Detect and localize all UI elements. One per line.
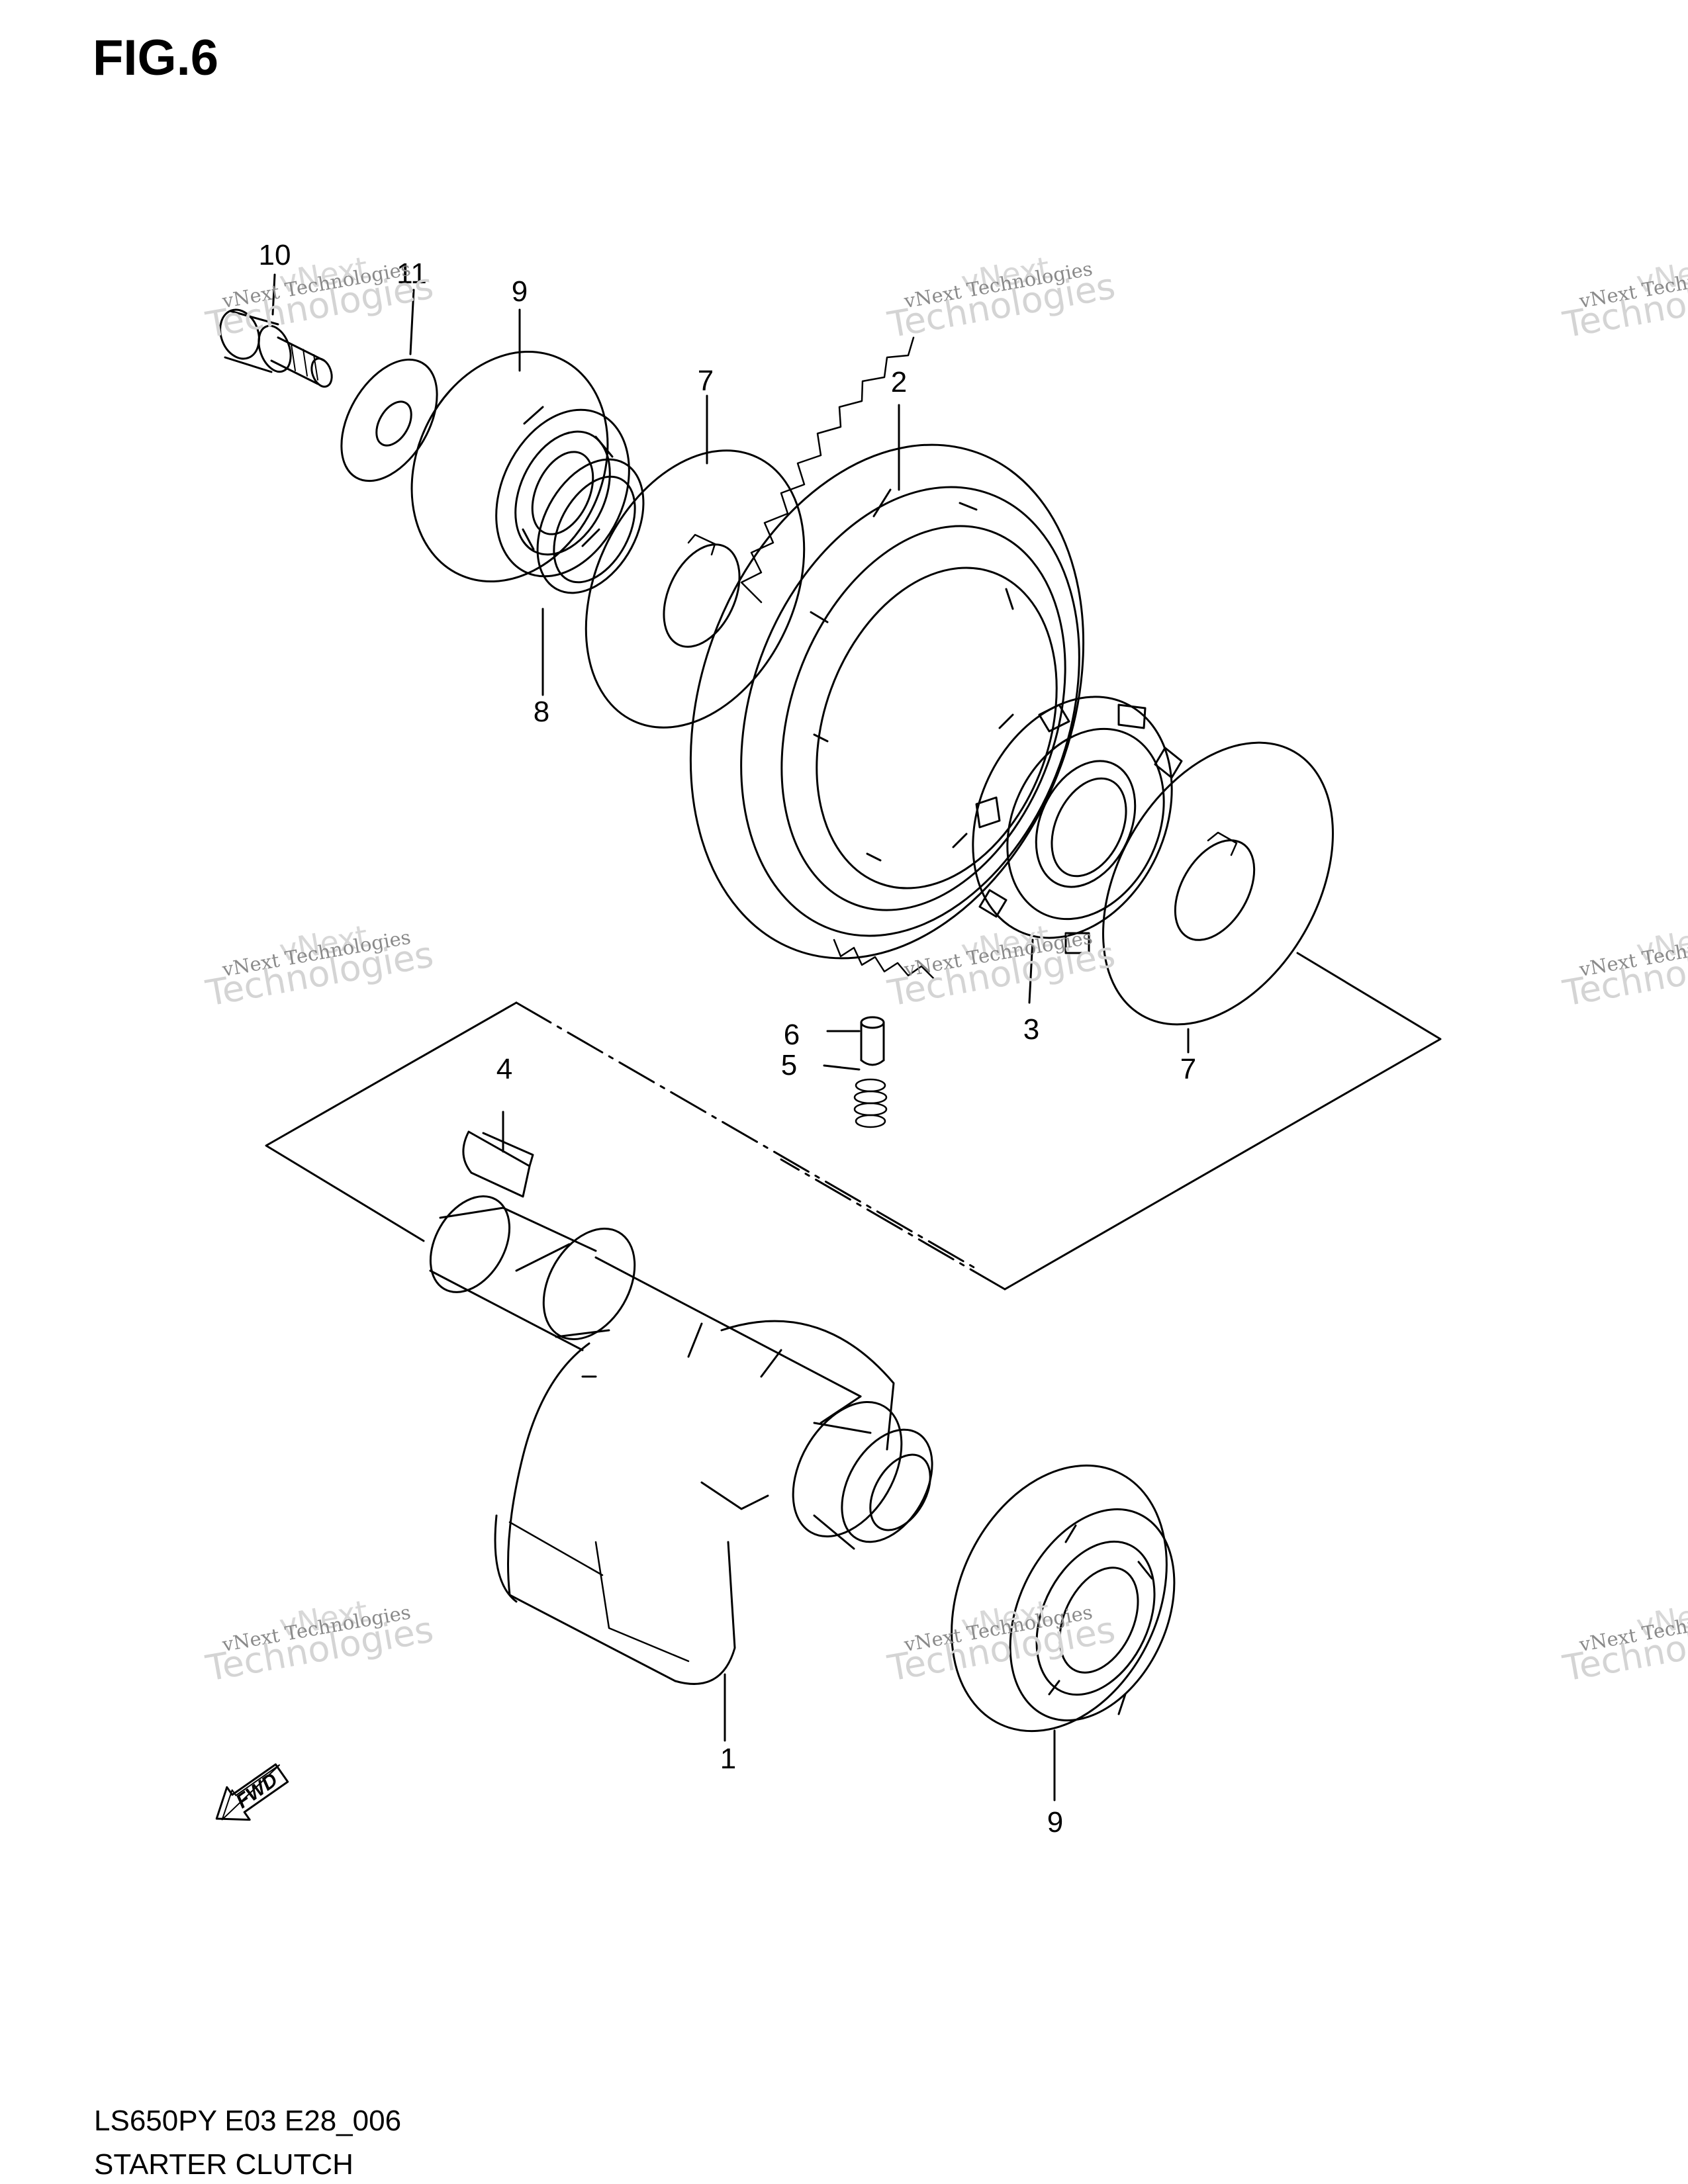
bearing-part-9-lower	[951, 1464, 1176, 1733]
roller-part-6	[860, 1016, 885, 1066]
callout-4: 4	[496, 1053, 512, 1085]
callout-5: 5	[781, 1049, 797, 1081]
callout-9-upper: 9	[512, 275, 528, 308]
starter-driven-gear-part-2	[689, 336, 1085, 979]
section-title: STARTER CLUTCH	[94, 2148, 353, 2181]
callout-2: 2	[891, 366, 907, 398]
callout-9-lower: 9	[1047, 1806, 1063, 1839]
callout-11: 11	[397, 257, 427, 290]
callout-7-upper: 7	[698, 365, 714, 397]
callout-1: 1	[720, 1743, 736, 1775]
callout-6: 6	[784, 1019, 800, 1051]
thrust-washer-part-7-lower	[1102, 741, 1334, 1026]
bolt-part-10	[219, 308, 333, 388]
spring-part-5	[853, 1078, 888, 1128]
shaft-part-1	[429, 1195, 933, 1685]
bearing-part-9-upper	[410, 350, 630, 583]
figure-title: FIG.6	[93, 30, 219, 86]
key-part-4	[462, 1130, 534, 1198]
callout-3: 3	[1023, 1013, 1039, 1046]
callout-7-lower: 7	[1180, 1053, 1196, 1085]
snap-ring-part-8	[536, 458, 645, 594]
callout-8: 8	[534, 696, 549, 728]
washer-part-11	[340, 358, 438, 482]
callout-numbers: 10 11 9 7 2 8 6 3 7 4 5 1 9	[259, 239, 1197, 1839]
callout-10: 10	[259, 239, 291, 271]
leader-lines	[271, 273, 1190, 1801]
one-way-clutch-part-3	[972, 696, 1183, 954]
model-code: LS650PY E03 E28_006	[94, 2105, 402, 2137]
assembly-boundary	[265, 952, 1442, 1291]
thrust-washer-part-7-upper	[585, 449, 806, 729]
fwd-arrow-icon: FWD	[215, 1763, 289, 1821]
